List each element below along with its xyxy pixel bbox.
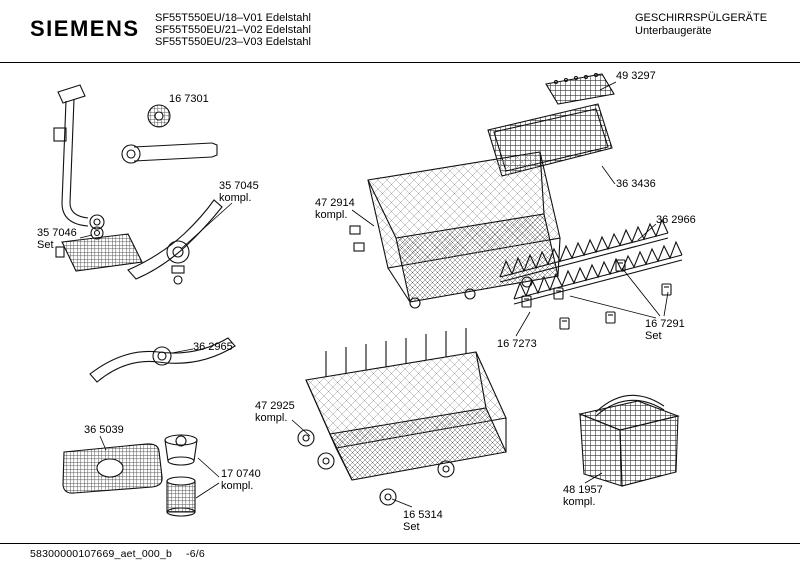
strainer-16-7301-drawing bbox=[147, 104, 171, 128]
model-line-1: SF55T550EU/18–V01 Edelstahl bbox=[155, 12, 311, 24]
upper-basket-47-2914-drawing bbox=[349, 151, 561, 309]
category-title: GESCHIRRSPÜLGERÄTE bbox=[635, 12, 768, 24]
part-label-16-7301: 16 7301 bbox=[169, 93, 209, 105]
small-insert-49-3297-drawing bbox=[545, 72, 615, 105]
cutlery-basket-48-1957-drawing bbox=[578, 394, 680, 487]
document-footer: 58300000107669_aet_000_b -6/6 bbox=[30, 548, 205, 560]
spray-arm-assembly-35-7045-drawing bbox=[121, 142, 223, 285]
category-subtitle: Unterbaugeräte bbox=[635, 25, 712, 37]
part-label-36-3436: 36 3436 bbox=[616, 178, 656, 190]
mesh-plate-36-5039-drawing bbox=[62, 443, 163, 494]
model-line-2: SF55T550EU/21–V02 Edelstahl bbox=[155, 24, 311, 36]
filter-set-35-7046-drawing bbox=[55, 226, 143, 272]
rail-clips-drawing bbox=[521, 259, 672, 330]
part-label-36-5039: 36 5039 bbox=[84, 424, 124, 436]
part-label-16-7273: 16 7273 bbox=[497, 338, 537, 350]
basket-wheels-16-5314-drawing bbox=[297, 429, 455, 506]
header-divider bbox=[0, 62, 800, 63]
inlet-pipe-drawing bbox=[53, 84, 105, 230]
brand-logo: SIEMENS bbox=[30, 16, 140, 41]
leader-lines bbox=[79, 81, 669, 508]
page-number: -6/6 bbox=[186, 548, 205, 560]
footer-divider bbox=[0, 543, 800, 544]
lower-spray-arm-36-2965-drawing bbox=[89, 337, 236, 383]
model-list: SF55T550EU/18–V01 Edelstahl SF55T550EU/2… bbox=[155, 12, 311, 48]
part-label-36-2966: 36 2966 bbox=[656, 214, 696, 226]
category-block: GESCHIRRSPÜLGERÄTE Unterbaugeräte bbox=[635, 12, 767, 38]
lower-basket-47-2925-drawing bbox=[305, 328, 507, 481]
document-id: 58300000107669_aet_000_b bbox=[30, 548, 173, 560]
model-line-3: SF55T550EU/23–V03 Edelstahl bbox=[155, 36, 311, 48]
filter-cylinder-17-0740-drawing bbox=[164, 434, 198, 517]
spiked-rails-36-2966-drawing bbox=[499, 218, 683, 305]
part-label-36-2965: 36 2965 bbox=[193, 341, 233, 353]
part-label-49-3297: 49 3297 bbox=[616, 70, 656, 82]
